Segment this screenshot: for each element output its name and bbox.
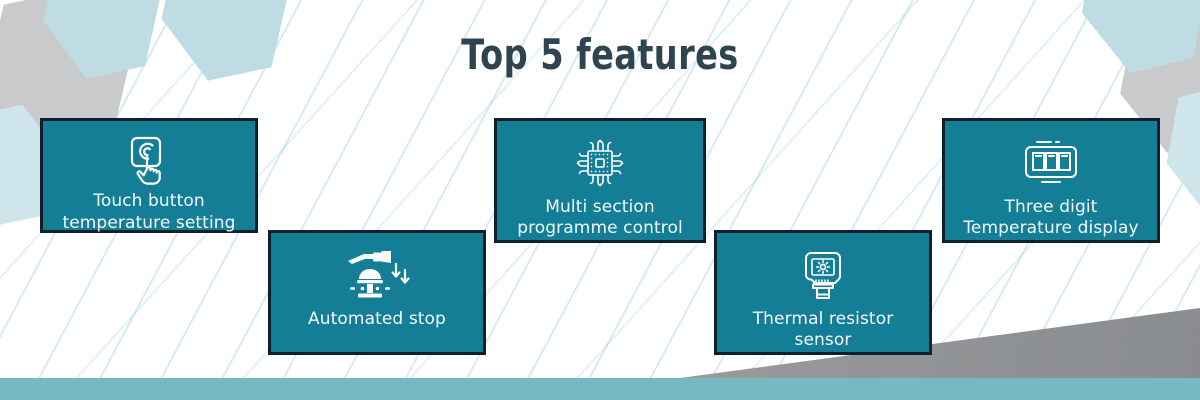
feature-card-label: Thermal resistor sensor (752, 308, 894, 351)
feature-card-automated-stop[interactable]: Automated stop (268, 230, 486, 355)
feature-card-thermal-resistor-sensor[interactable]: Thermal resistor sensor (714, 230, 932, 355)
feature-card-three-digit-temperature-display[interactable]: Three digit Temperature display (942, 118, 1160, 243)
thermal-sensor-icon (801, 247, 845, 303)
feature-card-label: Three digit Temperature display (963, 196, 1139, 239)
feature-card-multi-section-programme-control[interactable]: Multi section programme control (494, 118, 706, 243)
feature-card-label: Touch button temperature setting (62, 191, 236, 233)
hexagon-shape-blue-right (1064, 0, 1200, 85)
touch-hand-icon (123, 135, 175, 185)
feature-card-touch-button-temperature-setting[interactable]: Touch button temperature setting (40, 118, 258, 233)
bottom-teal-bar (0, 378, 1200, 400)
feature-card-label: Automated stop (308, 309, 446, 329)
automated-stop-icon (344, 247, 410, 303)
page-title: Top 5 features (461, 30, 739, 79)
seven-segment-display-icon (1020, 135, 1082, 191)
microchip-icon (573, 135, 627, 191)
feature-card-label: Multi section programme control (517, 196, 683, 239)
